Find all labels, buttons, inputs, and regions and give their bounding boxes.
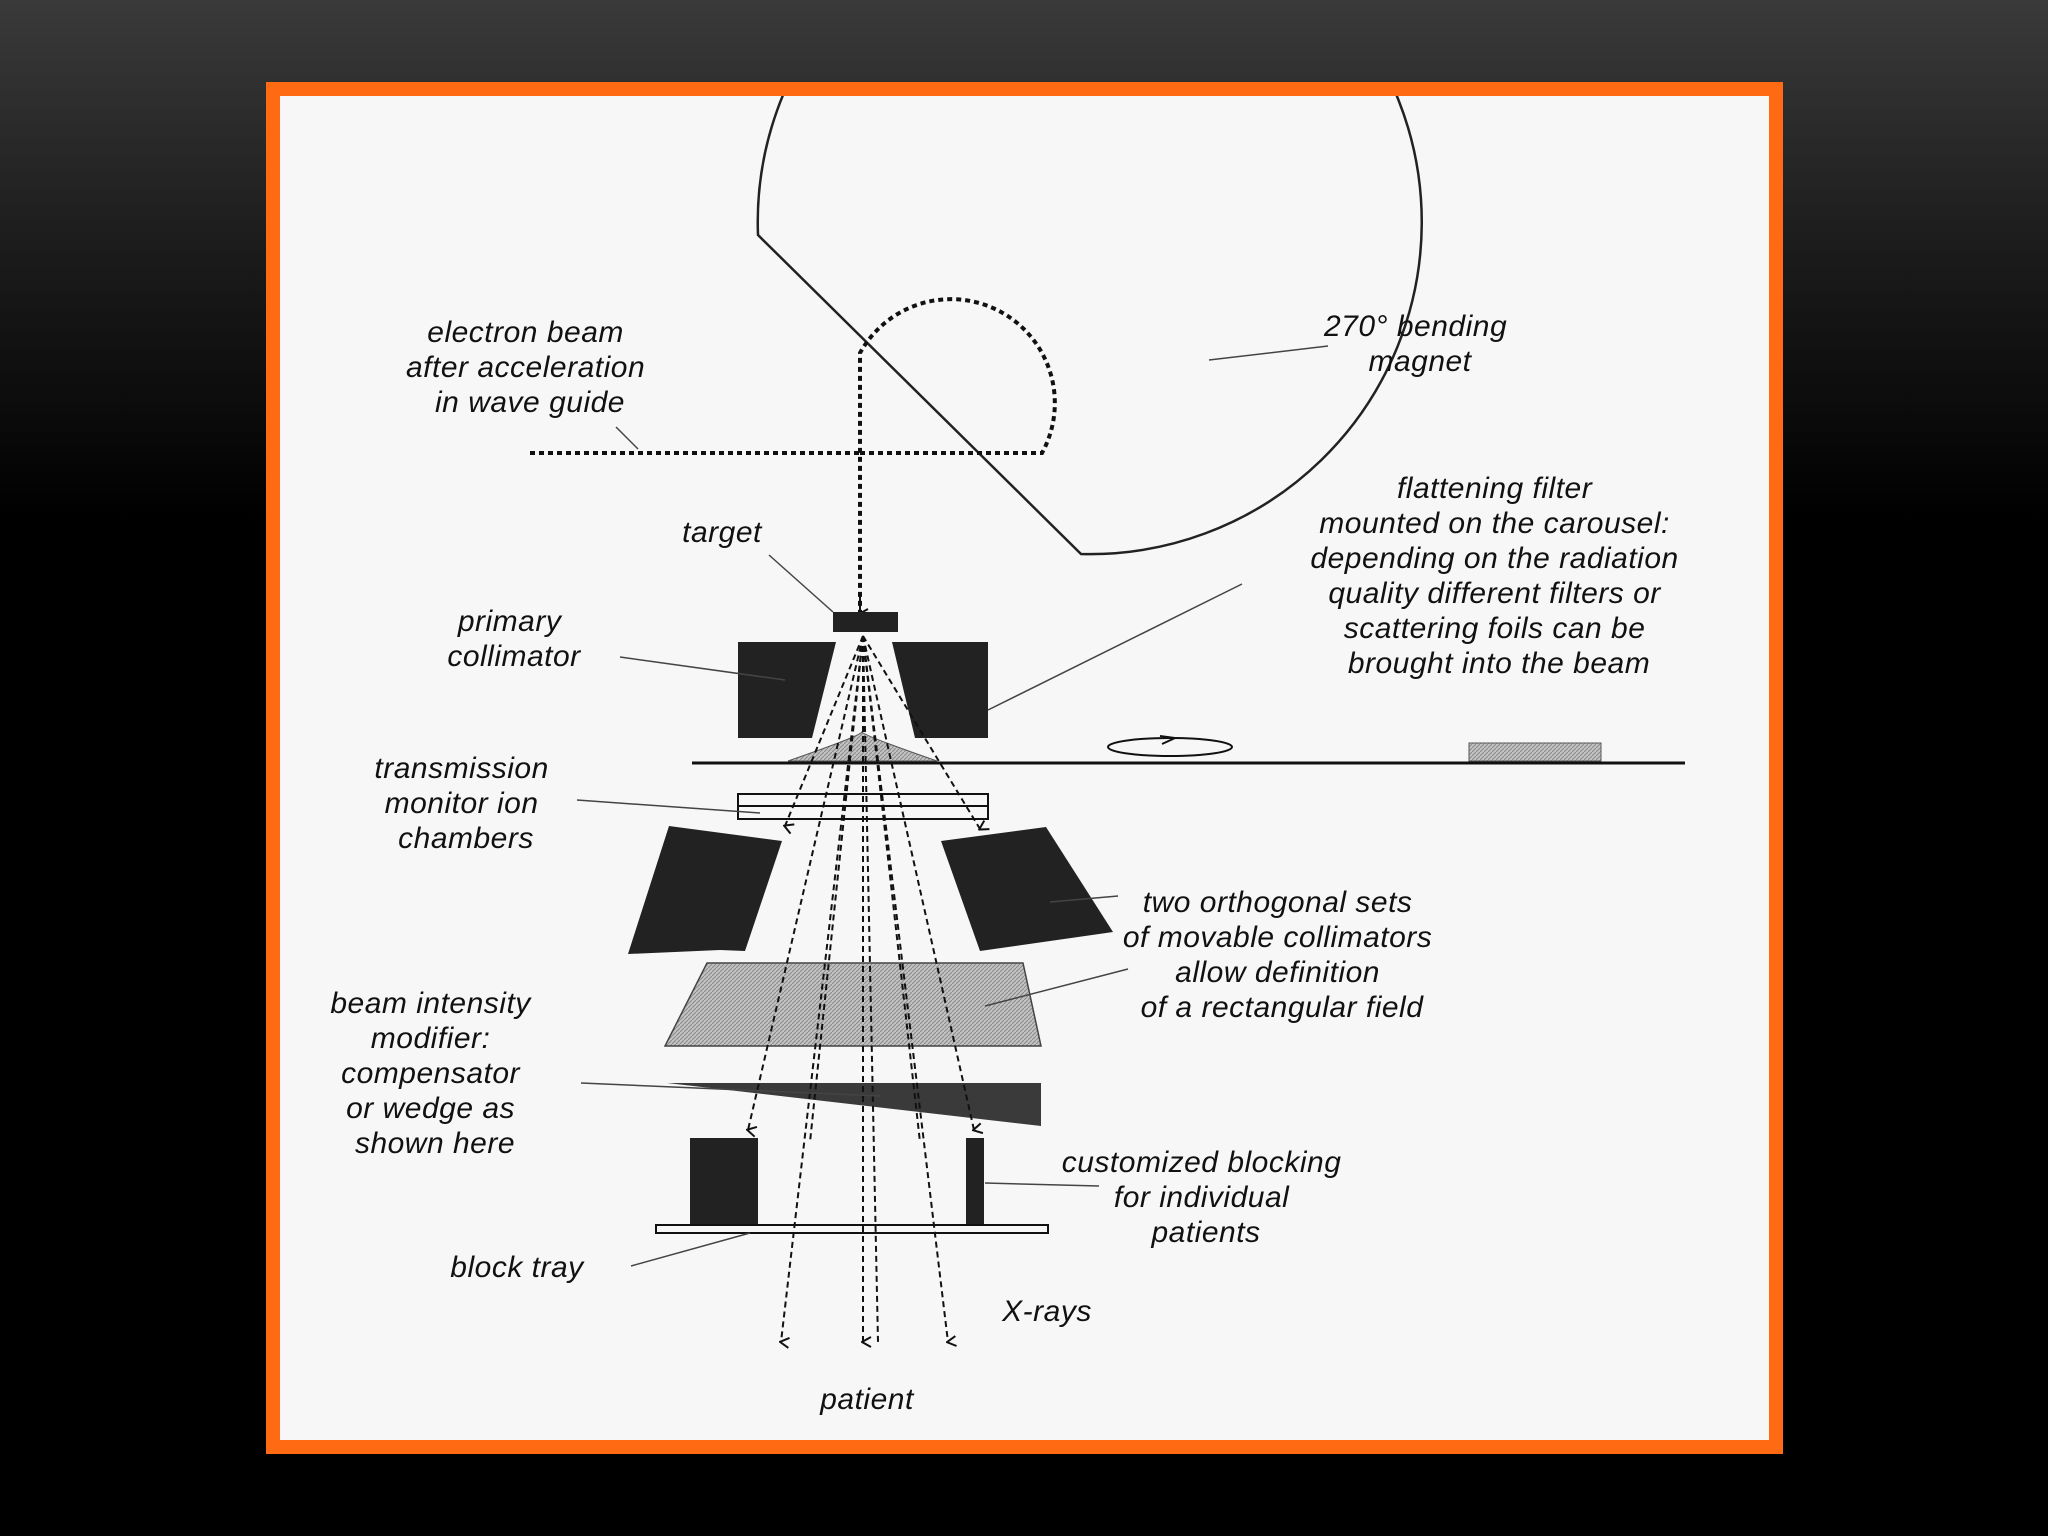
label-primary-collimator: primary collimator xyxy=(447,605,581,673)
label-patient: patient xyxy=(819,1383,915,1416)
bending-magnet-shape xyxy=(756,96,1423,556)
custom-block-left xyxy=(690,1138,758,1225)
label-flattening-filter: flattening filter mounted on the carouse… xyxy=(1310,472,1687,680)
label-transmission-monitor: transmission monitor ion chambers xyxy=(374,752,557,855)
leader-lines xyxy=(576,345,1329,1267)
carousel-filter-alt xyxy=(1468,742,1602,762)
label-movable-collimators: two orthogonal sets of movable collimato… xyxy=(1123,886,1441,1024)
block-tray xyxy=(655,1224,1049,1234)
label-electron-beam: electron beam after acceleration in wave… xyxy=(406,316,654,419)
target-block xyxy=(833,612,898,632)
wedge-filter xyxy=(667,1083,1041,1126)
diagram-canvas: electron beam after acceleration in wave… xyxy=(330,96,1687,1416)
electron-beam-loop xyxy=(858,297,1057,616)
custom-block-right xyxy=(966,1138,984,1225)
jaw-upper-right xyxy=(941,827,1113,951)
label-target: target xyxy=(682,516,763,549)
xray-fan xyxy=(748,635,980,1342)
primary-collimator-left xyxy=(738,642,836,738)
linac-head-diagram: electron beam after acceleration in wave… xyxy=(280,96,1769,1440)
jaw-upper-left xyxy=(628,826,782,954)
label-block-tray: block tray xyxy=(450,1251,585,1284)
label-xrays: X-rays xyxy=(1001,1295,1092,1328)
jaw-lower xyxy=(663,962,1042,1047)
label-custom-blocking: customized blocking for individual patie… xyxy=(1062,1146,1350,1249)
label-beam-modifier: beam intensity modifier: compensator or … xyxy=(330,987,539,1160)
primary-collimator-right xyxy=(892,642,988,738)
label-bending-magnet: 270° bending magnet xyxy=(1323,310,1516,378)
